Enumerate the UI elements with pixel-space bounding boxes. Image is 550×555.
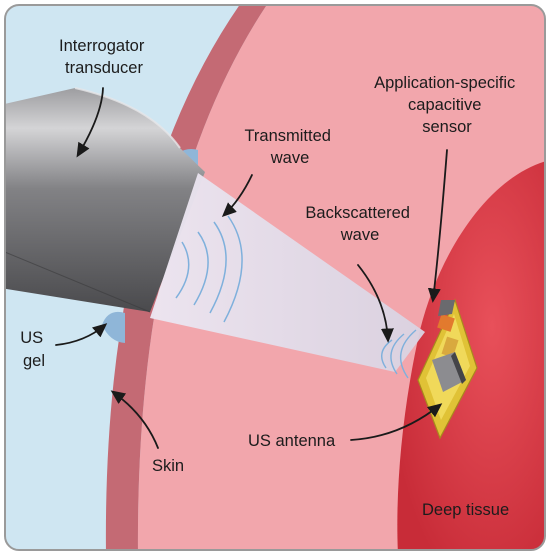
label-deep-tissue: Deep tissue <box>422 501 509 519</box>
us-gel-lower <box>102 311 125 343</box>
arrow-skin <box>110 390 159 449</box>
arrow-interrogator <box>76 87 104 158</box>
arrow-us-gel <box>55 323 108 346</box>
arrow-backscattered <box>357 264 394 343</box>
label-us-antenna: US antenna <box>248 432 336 450</box>
label-interrogator-transducer: Interrogator transducer <box>59 37 149 77</box>
label-us-gel: US gel <box>20 329 48 370</box>
arrow-us-antenna <box>350 403 443 441</box>
transmitted-wave-arcs <box>175 215 243 323</box>
label-transmitted-wave: Transmitted wave <box>244 127 335 167</box>
label-sensor: Application-specific capacitive sensor <box>374 74 520 136</box>
arrow-transmitted <box>221 174 253 217</box>
ultrasound-beam <box>150 173 425 372</box>
interrogator-transducer-icon <box>5 87 205 313</box>
figure-frame <box>4 4 546 551</box>
arrow-sensor <box>427 149 448 303</box>
label-backscattered-wave: Backscattered wave <box>305 204 414 244</box>
label-skin: Skin <box>152 457 184 475</box>
